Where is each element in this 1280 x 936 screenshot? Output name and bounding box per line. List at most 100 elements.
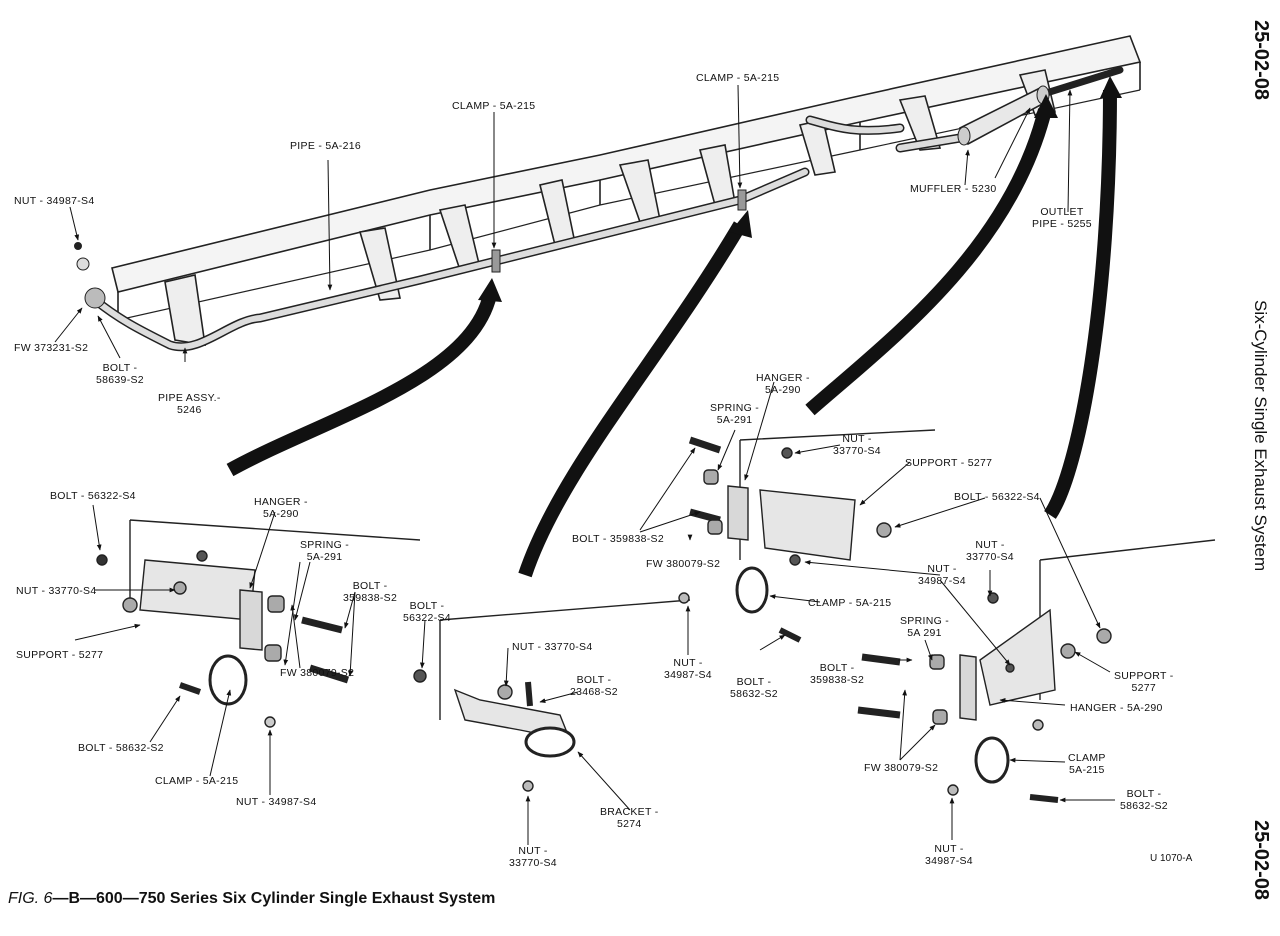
label-line: 58639-S2 [96, 374, 144, 386]
label-line: SPRING - [710, 402, 760, 414]
label-line: 56322-S4 [403, 612, 451, 624]
label-line: FW 380079-S2 [864, 762, 939, 774]
label-l-bolt-56322: BOLT - 56322-S4 [50, 490, 136, 502]
label-line: 33770-S4 [966, 551, 1014, 563]
right-detail [857, 539, 1216, 803]
page-number-bottom: 25-02-08 [1250, 820, 1272, 901]
label-l-bolt-359838: BOLT -359838-S2 [343, 580, 397, 604]
label-line: 33770-S4 [509, 857, 557, 869]
label-c-bolt-23468: BOLT -23468-S2 [570, 674, 618, 698]
label-line: HANGER - [254, 496, 308, 508]
label-line: FW 373231-S2 [14, 342, 89, 354]
leader-lines [54, 84, 1115, 845]
label-line: HANGER - [756, 372, 810, 384]
label-l-bolt-58632: BOLT - 58632-S2 [78, 742, 164, 754]
label-line: NUT - [518, 845, 548, 857]
label-line: NUT - [673, 657, 703, 669]
figure-code: U 1070-A [1150, 853, 1193, 864]
label-l-spring: SPRING -5A-291 [300, 539, 349, 563]
label-c-bracket: BRACKET -5274 [600, 806, 659, 830]
frame-rail [111, 35, 1142, 346]
label-line: MUFFLER - 5230 [910, 183, 997, 195]
label-m-bolt-58632: BOLT -58632-S2 [730, 676, 778, 700]
label-line: BOLT - 56322-S4 [50, 490, 136, 502]
label-line: OUTLET [1040, 206, 1084, 218]
label-line: NUT - 33770-S4 [512, 641, 593, 653]
label-line: CLAMP - 5A-215 [155, 775, 239, 787]
label-line: 5A-291 [306, 551, 343, 563]
label-c-nut-33770-bot: NUT -33770-S4 [509, 845, 557, 869]
figure-number: FIG. 6 [8, 890, 53, 907]
figure-caption-text: —B—600—750 Series Six Cylinder Single Ex… [52, 890, 496, 907]
label-line: CLAMP - 5A-215 [808, 597, 892, 609]
label-line: NUT - 34987-S4 [236, 796, 317, 808]
label-line: 34987-S4 [664, 669, 712, 681]
label-line: CLAMP - 5A-215 [696, 72, 780, 84]
label-l-nut-34987: NUT - 34987-S4 [236, 796, 316, 808]
label-c-nut-33770-top: NUT - 33770-S4 [512, 641, 592, 653]
label-line: 5277 [1131, 682, 1157, 694]
label-muffler: MUFFLER - 5230 [910, 183, 996, 195]
label-line: 34987-S4 [918, 575, 966, 587]
label-line: 5A-290 [263, 508, 299, 520]
label-line: 5A-290 [765, 384, 801, 396]
label-pipe-5a216: PIPE - 5A-216 [290, 140, 361, 152]
label-r-bolt-58632: BOLT -58632-S2 [1120, 788, 1168, 812]
label-line: BOLT - [409, 600, 445, 612]
page-number-top: 25-02-08 [1250, 20, 1272, 101]
label-line: 58632-S2 [730, 688, 778, 700]
exhaust-pipe [90, 66, 1124, 352]
label-line: HANGER - 5A-290 [1070, 702, 1163, 714]
label-line: NUT - [927, 563, 957, 575]
label-line: PIPE ASSY.- [158, 392, 221, 404]
label-r-support: SUPPORT -5277 [1114, 670, 1174, 694]
label-m-bolt-359838: BOLT - 359838-S2 [572, 533, 664, 545]
label-line: BOLT - [352, 580, 388, 592]
label-r-bolt-359838: BOLT -359838-S2 [810, 662, 864, 686]
label-line: SPRING - [900, 615, 950, 627]
label-r-nut-34987-bot: NUT -34987-S4 [925, 843, 973, 867]
label-m-nut-34987: NUT -34987-S4 [664, 657, 712, 681]
label-r-nut-34987-mid: NUT -34987-S4 [918, 563, 966, 587]
label-line: BOLT - 56322-S4 [954, 491, 1040, 503]
center-detail [413, 599, 691, 792]
label-m-spring: SPRING -5A-291 [710, 402, 759, 426]
label-r-fw-380079: FW 380079-S2 [864, 762, 938, 774]
label-line: PIPE - 5A-216 [290, 140, 362, 152]
label-l-hanger: HANGER -5A-290 [254, 496, 308, 520]
detail-arrowheads [478, 76, 1122, 302]
label-pipe-assy: PIPE ASSY.-5246 [158, 392, 221, 416]
label-bolt-58639: BOLT -58639-S2 [96, 362, 144, 386]
label-line: 58632-S2 [1120, 800, 1168, 812]
label-line: SUPPORT - [1114, 670, 1174, 682]
label-m-nut-33770: NUT -33770-S4 [833, 433, 881, 457]
figure-caption: FIG. 6—B—600—750 Series Six Cylinder Sin… [8, 890, 495, 908]
label-line: NUT - [934, 843, 964, 855]
middle-detail [678, 429, 936, 643]
label-line: NUT - [842, 433, 872, 445]
label-m-fw-380079: FW 380079-S2 [646, 558, 720, 570]
label-l-support: SUPPORT - 5277 [16, 649, 103, 661]
label-line: 5A-215 [1069, 764, 1105, 776]
label-line: BRACKET - [600, 806, 659, 818]
section-title: Six-Cylinder Single Exhaust System [1251, 300, 1270, 572]
label-line: 5A 291 [907, 627, 942, 639]
label-line: BOLT - [576, 674, 612, 686]
label-line: BOLT - 58632-S2 [78, 742, 164, 754]
label-m-support: SUPPORT - 5277 [905, 457, 992, 469]
detail-arrows [226, 89, 1117, 578]
label-line: CLAMP - 5A-215 [452, 100, 536, 112]
label-line: BOLT - [102, 362, 138, 374]
label-line: FW 380079-S2 [646, 558, 721, 570]
label-line: 359838-S2 [343, 592, 398, 604]
label-m-clamp: CLAMP - 5A-215 [808, 597, 891, 609]
label-line: FW 380079-S2 [280, 667, 355, 679]
label-line: 359838-S2 [810, 674, 865, 686]
label-line: 23468-S2 [570, 686, 618, 698]
label-clamp-top-2: CLAMP - 5A-215 [696, 72, 779, 84]
label-line: 5A-291 [716, 414, 753, 426]
label-line: 5274 [616, 818, 642, 830]
label-line: SPRING - [300, 539, 350, 551]
label-line: BOLT - 359838-S2 [572, 533, 664, 545]
